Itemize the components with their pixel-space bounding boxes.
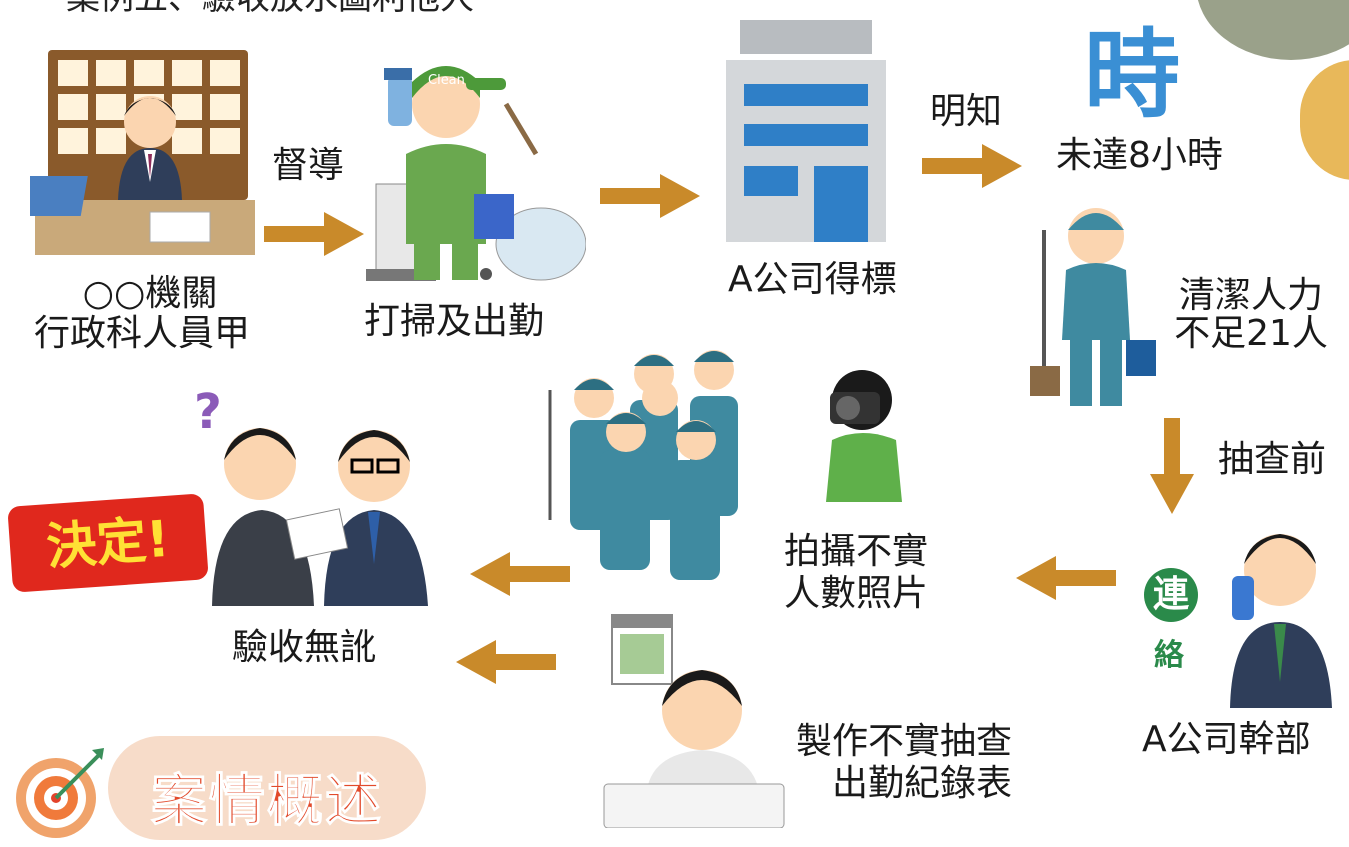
agency-name: ○○機關 — [82, 273, 218, 314]
arrow-down — [1150, 418, 1194, 514]
cap-text: Clean — [428, 73, 465, 88]
corner-decoration-olive — [1196, 0, 1349, 60]
worker-group-illustration — [548, 350, 738, 580]
decision-text: 決定! — [44, 509, 172, 577]
arrow-right-2 — [600, 174, 700, 218]
knowing-label: 明知 — [930, 91, 1003, 132]
arrow-right-1 — [264, 212, 364, 256]
question-mark-icon: ? — [194, 384, 222, 440]
decision-stamp: 決定! — [7, 493, 209, 593]
time-icon: 時 — [1084, 19, 1180, 131]
contact-icon: 連 — [1144, 568, 1198, 622]
target-icon — [16, 748, 104, 838]
arrow-left-3 — [456, 640, 556, 684]
contact-icon-top: 連 — [1152, 574, 1189, 615]
summary-pill: 案情概述 — [108, 736, 426, 840]
staff-label-2: 不足21人 — [1174, 313, 1328, 354]
company-won-label: A公司得標 — [728, 259, 897, 300]
contact-icon-bottom: 絡 — [1154, 638, 1184, 673]
staff-label-1: 清潔人力 — [1178, 275, 1323, 316]
photo-label-1: 拍攝不實 — [784, 531, 929, 572]
cleaner-illustration: Clean — [366, 66, 586, 281]
record-making-illustration — [603, 614, 785, 828]
cleaning-worker-illustration — [1030, 208, 1156, 406]
page-title: 案例五、驗收放水圖利他人 — [66, 0, 474, 18]
arrow-left-1 — [1016, 556, 1116, 600]
photographer-illustration — [826, 370, 902, 502]
corner-decoration-gold — [1300, 60, 1349, 180]
record-label-1: 製作不實抽查 — [796, 721, 1013, 762]
cleaning-label: 打掃及出勤 — [364, 301, 545, 342]
office-clerk-illustration — [30, 50, 255, 255]
company-cadre-illustration — [1230, 534, 1332, 708]
before-check-label: 抽查前 — [1218, 439, 1327, 480]
arrow-left-2 — [470, 552, 570, 596]
summary-title: 案情概述 — [151, 769, 383, 835]
company-building-illustration — [726, 20, 886, 242]
acceptance-illustration — [212, 428, 428, 606]
accept-label: 驗收無訛 — [232, 627, 377, 668]
supervise-label: 督導 — [272, 145, 345, 186]
agency-staff: 行政科人員甲 — [33, 313, 250, 354]
record-label-2: 出勤紀錄表 — [831, 763, 1012, 804]
under-hours-label: 未達8小時 — [1056, 135, 1223, 176]
company-cadre-label: A公司幹部 — [1142, 719, 1311, 760]
photo-label-2: 人數照片 — [784, 573, 929, 614]
arrow-right-3 — [922, 144, 1022, 188]
